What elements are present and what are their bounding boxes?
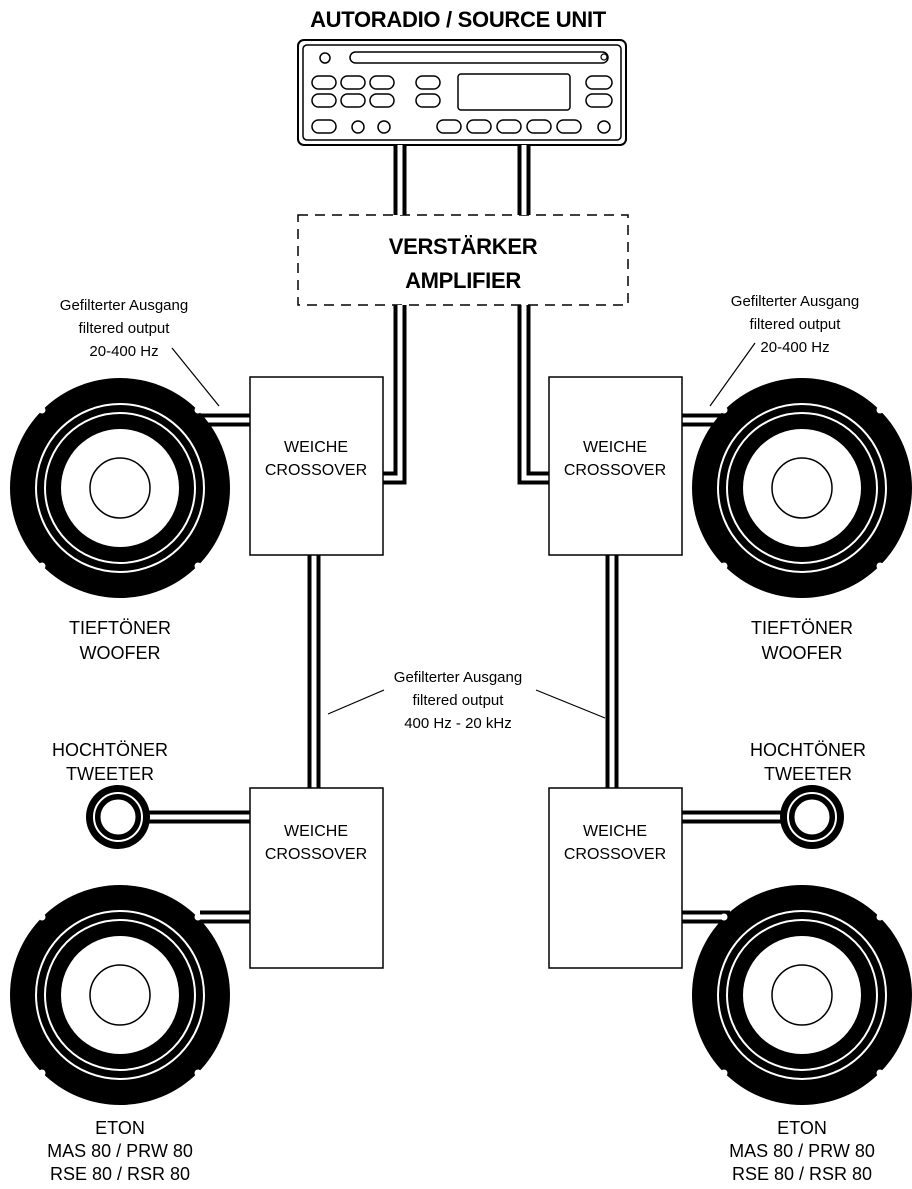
svg-text:400 Hz - 20 kHz: 400 Hz - 20 kHz	[404, 715, 512, 732]
cd-slot-icon	[349, 51, 609, 64]
svg-text:filtered output: filtered output	[79, 320, 171, 337]
svg-text:Gefilterter Ausgang: Gefilterter Ausgang	[731, 293, 859, 310]
tweeter-right-icon	[780, 785, 844, 849]
svg-text:HOCHTÖNER: HOCHTÖNER	[52, 740, 168, 760]
crossover-label-line1: WEICHE	[583, 439, 647, 456]
leader-lines	[171, 342, 756, 719]
tweeter-label-left: HOCHTÖNER TWEETER	[52, 740, 168, 784]
low-pass-note-right: Gefilterter Ausgang filtered output 20-4…	[731, 293, 859, 356]
woofer-upper-left-icon	[10, 378, 230, 598]
svg-text:TIEFTÖNER: TIEFTÖNER	[69, 618, 171, 638]
crossover-upper-right: WEICHE CROSSOVER	[548, 376, 683, 556]
crossover-lower-left: WEICHE CROSSOVER	[249, 787, 384, 969]
svg-text:RSE 80 / RSR 80: RSE 80 / RSR 80	[732, 1164, 872, 1184]
radio-buttons	[311, 75, 613, 134]
amplifier-label-line2: AMPLIFIER	[405, 268, 521, 293]
svg-text:Gefilterter Ausgang: Gefilterter Ausgang	[60, 297, 188, 314]
source-unit	[297, 39, 627, 146]
svg-text:MAS 80 / PRW 80: MAS 80 / PRW 80	[729, 1141, 875, 1161]
model-label-left: ETON MAS 80 / PRW 80 RSE 80 / RSR 80	[47, 1118, 193, 1184]
woofer-lower-right-icon	[692, 885, 912, 1105]
amplifier	[297, 214, 629, 306]
woofer-label-right: TIEFTÖNER WOOFER	[751, 618, 853, 663]
model-label-right: ETON MAS 80 / PRW 80 RSE 80 / RSR 80	[729, 1118, 875, 1184]
svg-text:MAS 80 / PRW 80: MAS 80 / PRW 80	[47, 1141, 193, 1161]
svg-text:filtered output: filtered output	[413, 692, 505, 709]
crossover-label-line2: CROSSOVER	[564, 846, 666, 863]
amplifier-label-line1: VERSTÄRKER	[389, 234, 538, 259]
svg-text:TWEETER: TWEETER	[66, 764, 154, 784]
svg-text:RSE 80 / RSR 80: RSE 80 / RSR 80	[50, 1164, 190, 1184]
crossover-label-line1: WEICHE	[583, 823, 647, 840]
svg-text:20-400 Hz: 20-400 Hz	[89, 343, 158, 360]
tweeter-left-icon	[86, 785, 150, 849]
svg-text:ETON: ETON	[95, 1118, 145, 1138]
svg-text:WOOFER: WOOFER	[80, 643, 161, 663]
crossover-label-line1: WEICHE	[284, 823, 348, 840]
woofer-lower-left-icon	[10, 885, 230, 1105]
svg-text:WOOFER: WOOFER	[762, 643, 843, 663]
svg-text:Gefilterter Ausgang: Gefilterter Ausgang	[394, 669, 522, 686]
crossover-label-line2: CROSSOVER	[265, 462, 367, 479]
low-pass-note-left: Gefilterter Ausgang filtered output 20-4…	[60, 297, 188, 360]
crossover-label-line2: CROSSOVER	[265, 846, 367, 863]
svg-text:TIEFTÖNER: TIEFTÖNER	[751, 618, 853, 638]
svg-text:ETON: ETON	[777, 1118, 827, 1138]
crossover-upper-left: WEICHE CROSSOVER	[249, 376, 384, 556]
svg-text:20-400 Hz: 20-400 Hz	[760, 339, 829, 356]
woofer-upper-right-icon	[692, 378, 912, 598]
svg-text:TWEETER: TWEETER	[764, 764, 852, 784]
knob-icon	[319, 52, 331, 64]
crossover-label-line2: CROSSOVER	[564, 462, 666, 479]
cables	[140, 145, 790, 924]
svg-text:filtered output: filtered output	[750, 316, 842, 333]
svg-text:HOCHTÖNER: HOCHTÖNER	[750, 740, 866, 760]
tweeter-label-right: HOCHTÖNER TWEETER	[750, 740, 866, 784]
high-pass-note: Gefilterter Ausgang filtered output 400 …	[394, 669, 522, 732]
display-screen	[457, 73, 571, 111]
crossover-lower-right: WEICHE CROSSOVER	[548, 787, 683, 969]
woofer-label-left: TIEFTÖNER WOOFER	[69, 618, 171, 663]
source-unit-title: AUTORADIO / SOURCE UNIT	[310, 7, 607, 32]
crossover-label-line1: WEICHE	[284, 439, 348, 456]
